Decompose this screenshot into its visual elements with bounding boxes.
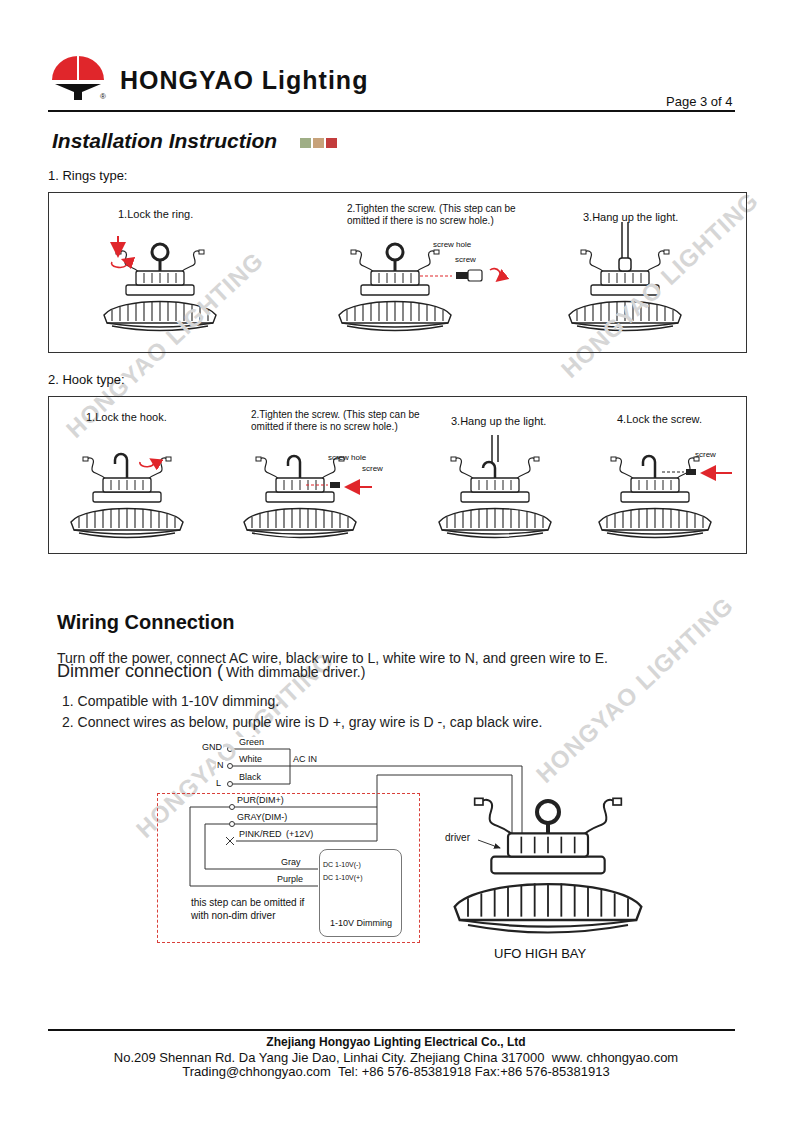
panel-heading: 1. Rings type:	[48, 168, 128, 183]
panel-heading: 2. Hook type:	[48, 372, 125, 387]
hook-install-illustration	[71, 435, 732, 538]
company-contact: Trading@chhongyao.com Tel: +86 576-85381…	[182, 1064, 609, 1079]
signal-name: (+12V)	[285, 829, 314, 839]
wire-name: Green	[238, 737, 265, 747]
instruction-line: Dimmer connection (With dimmable driver.…	[57, 661, 365, 682]
wire-name: White	[238, 754, 263, 764]
wire-name: PUR(DIM+)	[236, 795, 285, 805]
step-text: 3.Hang up the light.	[451, 415, 546, 427]
part-label: screw	[695, 450, 716, 459]
company-address: No.209 Shennan Rd. Da Yang Jie Dao, Linh…	[114, 1050, 678, 1065]
watermark: HONGYAO LIGHTING	[531, 591, 740, 788]
instruction-text: 1. Compatible with 1-10V dimming.	[62, 693, 279, 709]
dimmer-box: DC 1-10V(-) DC 1-10V(+) 1-10V Dimming	[319, 849, 402, 937]
wire-name: GRAY(DIM-)	[236, 812, 288, 822]
part-label: screw hole	[433, 240, 471, 249]
section-heading: Wiring Connection	[57, 611, 235, 634]
note-text: this step can be omitted if with non-dim…	[191, 896, 315, 922]
dimmer-region: this step can be omitted if with non-dim…	[157, 793, 420, 943]
company-name: Zhejiang Hongyao Lighting Electrical Co.…	[266, 1035, 525, 1049]
step-text: 2.Tighten the screw. (This step can be o…	[347, 203, 527, 227]
step-text: 1.Lock the ring.	[118, 208, 193, 220]
dimmer-name: 1-10V Dimming	[330, 918, 392, 928]
header-rule	[48, 110, 735, 112]
wire-name: PINK/RED	[238, 829, 283, 839]
footer-rule	[48, 1029, 735, 1031]
ufo-high-bay-illustration	[455, 798, 642, 932]
registered-mark: ®	[100, 92, 106, 101]
step-text: 4.Lock the screw.	[617, 413, 702, 425]
instruction-text: 2. Connect wires as below, purple wire i…	[62, 714, 542, 730]
step-text: 3.Hang up the light.	[583, 211, 678, 223]
terminal-label: DC 1-10V(-)	[323, 861, 361, 868]
terminal-name: GND	[201, 742, 223, 752]
instruction-heading: Dimmer connection (	[57, 661, 223, 681]
step-text: 2.Tighten the screw. (This step can be o…	[251, 409, 431, 433]
instruction-text: With dimmable driver.)	[226, 664, 365, 680]
wire-name: Purple	[276, 874, 304, 884]
part-label: screw	[362, 464, 383, 473]
page-title: Installation Instruction	[52, 129, 277, 153]
terminal-name: L	[215, 778, 222, 788]
terminal-label: DC 1-10V(+)	[323, 874, 362, 881]
brand-name: HONGYAO Lighting	[120, 66, 368, 95]
step-panel: 2. Hook type:1.Lock the hook.2.Tighten t…	[48, 396, 747, 554]
company-logo	[52, 56, 104, 100]
product-name: UFO HIGH BAY	[494, 946, 586, 961]
part-label: driver	[445, 832, 470, 843]
part-label: screw hole	[328, 453, 366, 462]
wire-name: Black	[238, 772, 262, 782]
wire-name: Gray	[280, 857, 302, 867]
page-number: Page 3 of 4	[666, 94, 733, 109]
part-label: screw	[455, 255, 476, 264]
wiring-lines	[190, 747, 522, 887]
terminal-name: N	[216, 760, 225, 770]
signal-name: AC IN	[292, 754, 318, 764]
step-text: 1.Lock the hook.	[86, 411, 167, 423]
step-panel: 1. Rings type:1.Lock the ring.2.Tighten …	[48, 192, 747, 353]
title-swatches	[300, 138, 337, 148]
